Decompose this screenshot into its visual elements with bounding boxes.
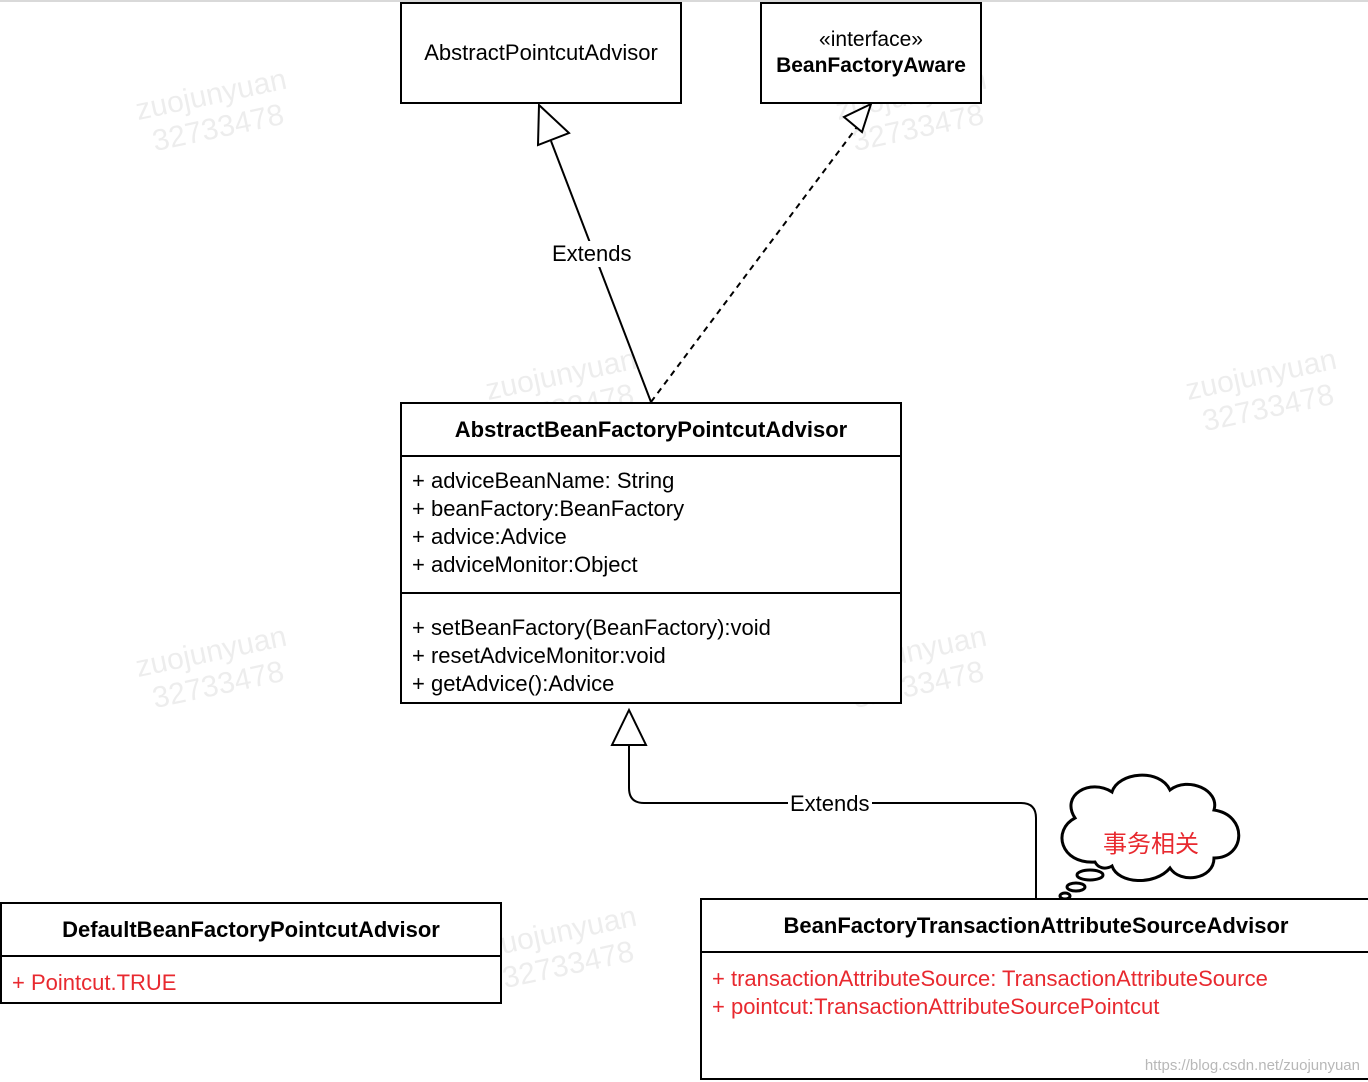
attributes-section: + transactionAttributeSource: Transactio… — [702, 953, 1368, 1031]
interface-bean-factory-aware[interactable]: «interface» BeanFactoryAware — [760, 2, 982, 104]
inheritance-arrowhead — [610, 707, 648, 746]
realization-arrowhead — [842, 102, 873, 134]
attribute: + adviceBeanName: String — [412, 468, 675, 493]
attribute: + advice:Advice — [412, 524, 567, 549]
class-name: AbstractPointcutAdvisor — [424, 40, 658, 65]
interface-name: BeanFactoryAware — [776, 54, 966, 77]
class-abstract-pointcut-advisor[interactable]: AbstractPointcutAdvisor — [400, 2, 682, 104]
source-credit: https://blog.csdn.net/zuojunyuan — [1144, 1057, 1360, 1074]
attribute: + beanFactory:BeanFactory — [412, 496, 685, 521]
class-abstract-bean-factory-pointcut-advisor[interactable]: AbstractBeanFactoryPointcutAdvisor + adv… — [400, 402, 902, 704]
methods-section: + setBeanFactory(BeanFactory):void + res… — [402, 594, 900, 708]
method: + getAdvice():Advice — [412, 671, 615, 696]
extends-line-upper-left — [550, 140, 652, 403]
extends-label: Extends — [550, 241, 634, 267]
class-bean-factory-transaction-attribute-source-advisor[interactable]: BeanFactoryTransactionAttributeSourceAdv… — [700, 898, 1368, 1080]
attributes-section: + adviceBeanName: String + beanFactory:B… — [402, 457, 900, 594]
class-name: AbstractBeanFactoryPointcutAdvisor — [402, 404, 900, 457]
attribute: + pointcut:TransactionAttributeSourcePoi… — [712, 994, 1160, 1019]
method: + resetAdviceMonitor:void — [412, 643, 666, 668]
extends-label: Extends — [788, 791, 872, 817]
thought-cloud — [1060, 773, 1241, 882]
attribute: + adviceMonitor:Object — [412, 552, 638, 577]
top-divider — [0, 0, 1368, 2]
inheritance-arrowhead — [536, 102, 571, 147]
stereotype-label: «interface» — [819, 28, 923, 51]
method: + setBeanFactory(BeanFactory):void — [412, 615, 771, 640]
thought-bubble-large — [1075, 868, 1105, 882]
attributes-section: + Pointcut.TRUE — [2, 957, 500, 1007]
thought-bubble-medium — [1065, 881, 1087, 893]
class-default-bean-factory-pointcut-advisor[interactable]: DefaultBeanFactoryPointcutAdvisor + Poin… — [0, 902, 502, 1004]
class-name: BeanFactoryTransactionAttributeSourceAdv… — [702, 900, 1368, 953]
attribute: + Pointcut.TRUE — [12, 970, 177, 995]
class-name: DefaultBeanFactoryPointcutAdvisor — [2, 904, 500, 957]
implements-line — [650, 126, 858, 403]
extends-line-lower — [628, 745, 1037, 898]
transaction-annotation: 事务相关 — [1103, 831, 1199, 858]
attribute: + transactionAttributeSource: Transactio… — [712, 966, 1268, 991]
